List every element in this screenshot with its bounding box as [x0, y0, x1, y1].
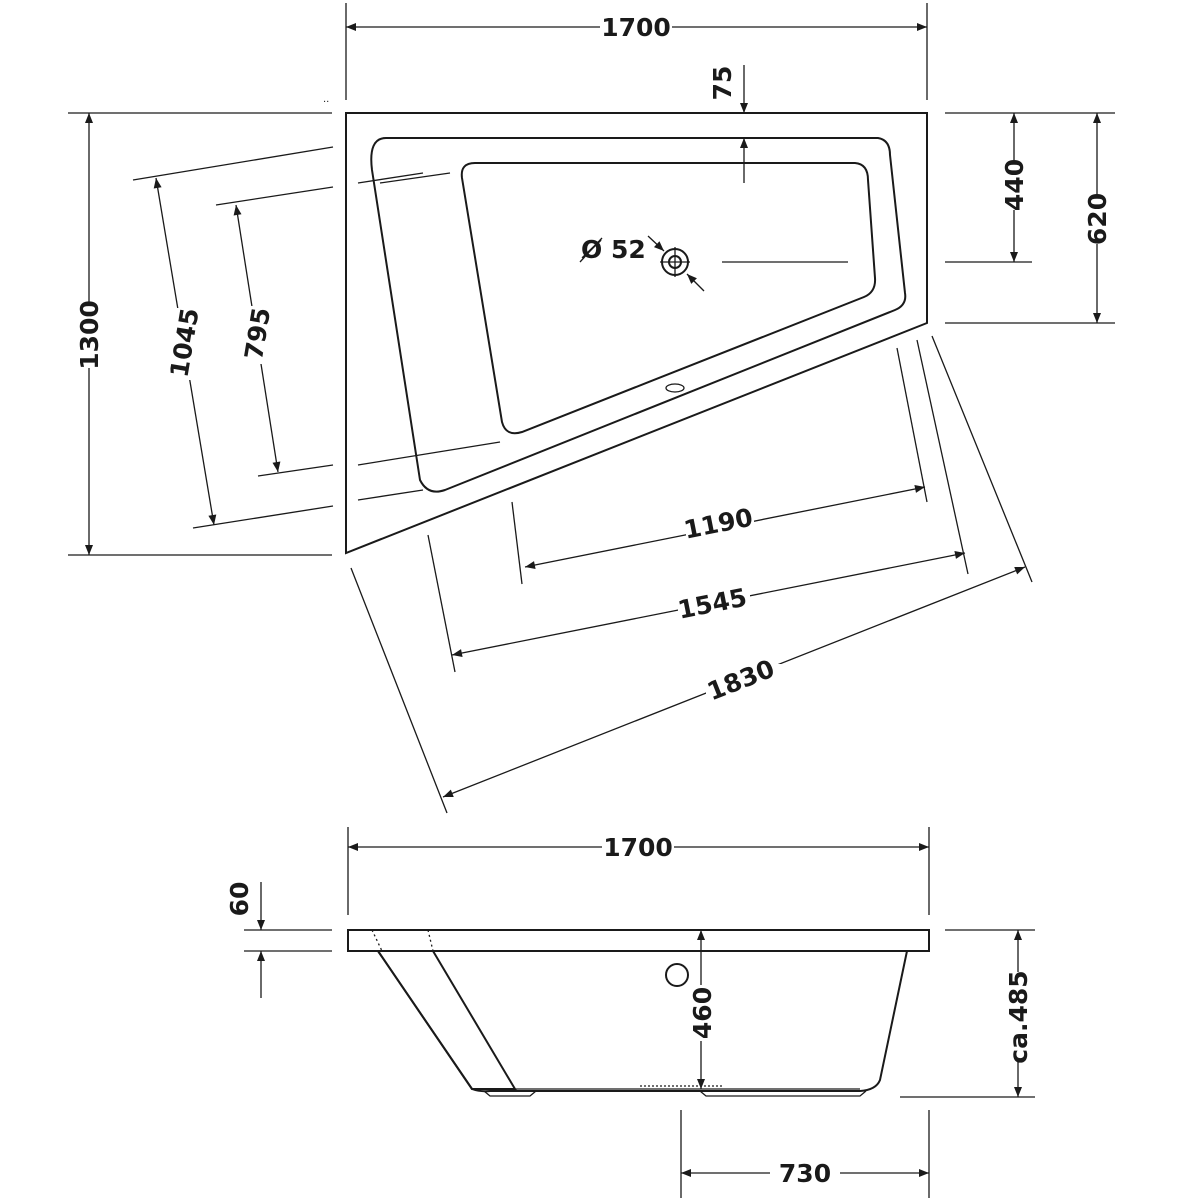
top-view: .. 1700 75 440 620 1300 1045: [68, 3, 1115, 814]
overflow-opening: [665, 383, 685, 393]
ext-line: [192, 505, 334, 529]
rim-dash: [357, 172, 424, 184]
tub-rim-side: [347, 929, 930, 952]
ext-line: [931, 335, 1033, 583]
ext-line: [916, 339, 969, 575]
rim-dash: [357, 441, 501, 466]
tub-outline-top: [345, 112, 928, 555]
ext-line: [511, 501, 523, 585]
drain-arrow-a: [647, 235, 665, 252]
rim-hidden: [371, 929, 383, 952]
dim-rim-thickness: 60: [225, 882, 254, 917]
rim-dash: [357, 489, 424, 501]
ext-line: [896, 347, 928, 503]
dim-width-top: 1700: [601, 13, 671, 42]
ext-line: [350, 567, 448, 814]
diameter-slash: [579, 237, 603, 263]
dim-height-overall: 1300: [75, 300, 104, 370]
ext-line: [427, 534, 456, 673]
dim-drain-diameter: Ø 52: [581, 235, 646, 264]
dim-side-width: 1700: [603, 833, 673, 862]
dim-right-inner: 440: [1000, 159, 1029, 211]
foot: [483, 1090, 537, 1097]
drain-arrow-b: [686, 273, 705, 292]
tub-body-side: [377, 950, 517, 1090]
dim-front-outer: 1830: [703, 654, 778, 707]
rim-hidden: [427, 929, 434, 952]
corner-mark: ..: [323, 94, 329, 105]
tub-inner-rim: [370, 137, 907, 493]
ext-line: [257, 464, 334, 477]
dim-height-total: ca.485: [1004, 970, 1033, 1063]
dim-drain-offset: 75: [708, 66, 737, 101]
overflow-side: [665, 963, 689, 987]
dim-base-offset: 730: [779, 1159, 831, 1188]
ext-line: [132, 146, 334, 181]
tub-basin: [460, 162, 877, 435]
dim-depth: 460: [688, 987, 717, 1039]
foot: [699, 1090, 867, 1097]
ext-line: [215, 186, 334, 206]
tub-body-outline: [377, 950, 908, 1093]
dim-right-outer: 620: [1083, 193, 1112, 245]
rim-dash: [379, 172, 451, 184]
side-view: 1700 60 460 ca.485 730: [225, 827, 1035, 1198]
